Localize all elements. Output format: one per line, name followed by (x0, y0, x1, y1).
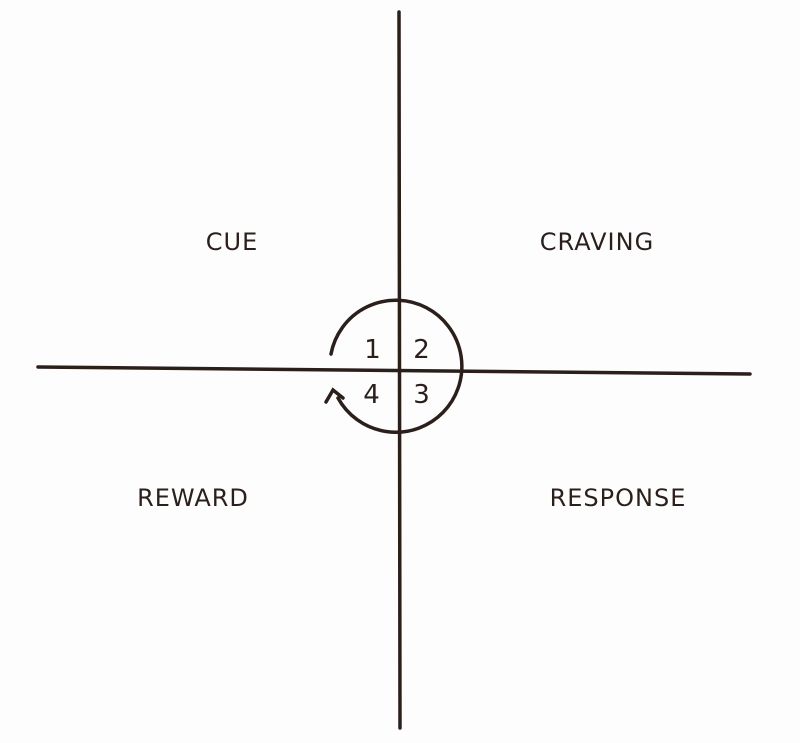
label-craving: CRAVING (540, 228, 654, 256)
step-3: 3 (413, 380, 431, 410)
step-2: 2 (413, 335, 431, 365)
cycle-arrowhead-icon (324, 387, 345, 404)
label-reward: REWARD (137, 484, 249, 512)
step-4: 4 (363, 380, 381, 410)
label-response: RESPONSE (550, 484, 687, 512)
step-1: 1 (364, 335, 382, 365)
label-cue: CUE (206, 228, 259, 256)
cycle-arc (329, 298, 464, 434)
horizontal-axis (36, 365, 752, 376)
